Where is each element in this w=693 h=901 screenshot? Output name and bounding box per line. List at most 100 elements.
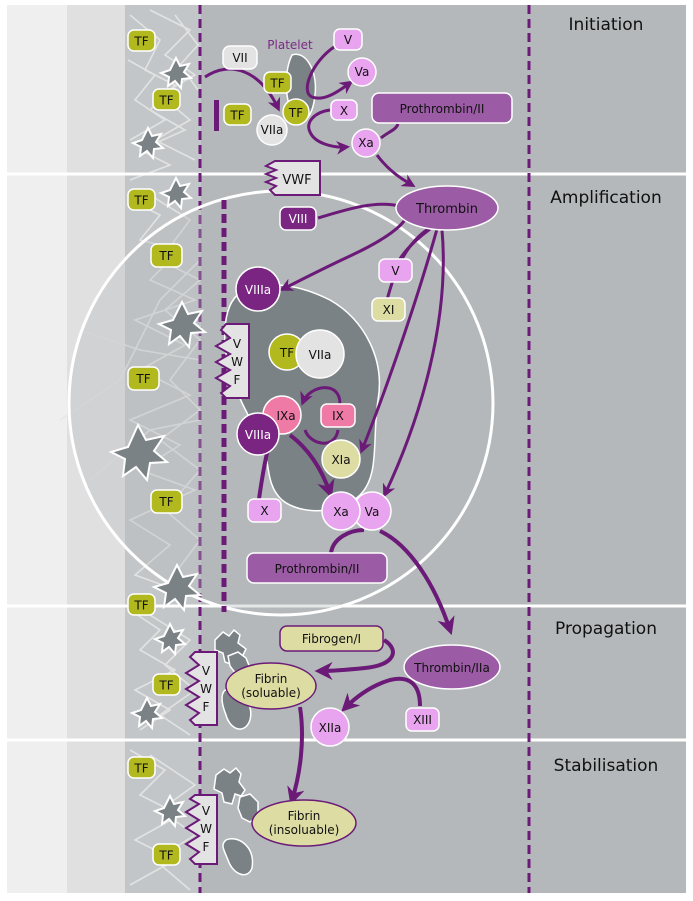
- arrow-v-to-va: [305, 45, 354, 100]
- factor-viiia-bottom: VIIIa: [236, 412, 280, 456]
- damage-star-icon: [152, 793, 188, 829]
- svg-text:W: W: [231, 355, 243, 369]
- svg-text:TF: TF: [229, 109, 244, 123]
- factor-xiiia: XIIa: [310, 707, 350, 747]
- vwf-tag-stab: V W F: [184, 794, 218, 865]
- factor-va: Va: [347, 57, 377, 87]
- svg-text:TF: TF: [133, 599, 148, 613]
- amplification-section: VWF Thrombin VIII VIIIa V XI V W F TF VI…: [213, 160, 499, 636]
- propagation-section: V W F Fibrogen/I Thrombin/IIa Fibrin (so…: [184, 625, 501, 806]
- thrombin-iia-ellipse: Thrombin/IIa: [403, 644, 501, 690]
- svg-text:TF: TF: [158, 495, 173, 509]
- vwf-tag-prop: V W F: [184, 651, 218, 726]
- svg-text:Fibrin: Fibrin: [288, 809, 321, 823]
- factor-xi: XI: [371, 297, 406, 322]
- damage-star-icon: [158, 175, 194, 211]
- factor-viii: VIII: [279, 206, 317, 231]
- svg-text:XIa: XIa: [331, 453, 350, 467]
- factor-vii: VII: [222, 45, 258, 70]
- tf-tag: TF: [127, 188, 156, 211]
- svg-text:V: V: [233, 337, 242, 351]
- svg-text:TF: TF: [133, 194, 148, 208]
- fibrinogen-box: Fibrogen/I: [279, 625, 384, 652]
- damage-star-icon: [156, 299, 208, 350]
- svg-text:Xa: Xa: [358, 136, 374, 150]
- svg-text:Fibrogen/I: Fibrogen/I: [302, 632, 361, 646]
- damage-star-icon: [152, 621, 188, 657]
- factor-xa: Xa: [351, 128, 381, 158]
- arrow-xiii-to-xiiia: [341, 676, 422, 712]
- svg-text:V: V: [391, 264, 400, 278]
- svg-text:IX: IX: [332, 409, 344, 423]
- svg-text:W: W: [200, 682, 212, 696]
- svg-text:TF: TF: [135, 372, 150, 386]
- tf-tag-free: TF: [223, 103, 252, 126]
- arrow-fibrinogen-to-fibrin: [314, 638, 395, 680]
- arrow-viii-to-viiia: [279, 202, 409, 291]
- damage-star-icons: [108, 55, 208, 829]
- svg-text:X: X: [260, 504, 268, 518]
- factor-x: X: [330, 99, 358, 121]
- line-prothrombin-to-xa: [380, 123, 400, 140]
- line-prothrombin-to-xa-va: [329, 528, 365, 554]
- tf-tag: TF: [127, 366, 160, 391]
- svg-text:TF: TF: [158, 249, 173, 263]
- phase-label-stabilisation: Stabilisation: [554, 756, 659, 776]
- factor-viia-amp: VIIa: [295, 329, 345, 379]
- svg-text:XI: XI: [383, 303, 395, 317]
- svg-text:TF: TF: [133, 35, 148, 49]
- initiation-section: Platelet VII TF TF VIIa TF V Va X Xa Pro…: [204, 28, 513, 188]
- factor-xia: XIa: [321, 439, 361, 479]
- svg-text:TF: TF: [158, 679, 173, 693]
- tf-tag: TF: [127, 756, 156, 779]
- svg-text:W: W: [200, 822, 212, 836]
- svg-text:VIIIa: VIIIa: [245, 428, 271, 442]
- thrombin-ellipse: Thrombin: [395, 185, 499, 231]
- svg-text:F: F: [203, 840, 210, 854]
- svg-text:V: V: [202, 664, 211, 678]
- svg-text:TF: TF: [279, 346, 294, 360]
- damage-star-icon: [108, 422, 170, 483]
- vwf-tag-amp: V W F: [213, 323, 250, 399]
- svg-text:Thrombin: Thrombin: [415, 202, 478, 217]
- arrow-xa-to-thrombin: [375, 154, 416, 188]
- phase-label-initiation: Initiation: [569, 15, 644, 35]
- svg-text:TF: TF: [133, 762, 148, 776]
- subendothelial-tf-tags: TF TF TF TF TF TF TF TF TF TF: [127, 29, 183, 866]
- damage-star-icon: [129, 695, 165, 731]
- fibrin-insoluble-ellipse: Fibrin (insoluable): [251, 799, 357, 847]
- svg-text:Fibrin: Fibrin: [255, 672, 288, 686]
- tf-tag: TF: [152, 843, 181, 866]
- arrow-vii-to-viia: [204, 67, 281, 112]
- tf-tag: TF: [152, 88, 181, 111]
- factor-x-amp: X: [247, 498, 282, 523]
- tf-tag: TF: [150, 489, 183, 514]
- factor-xa-amp: Xa: [321, 491, 361, 531]
- fibrin-soluble-ellipse: Fibrin (soluable): [225, 662, 317, 710]
- tf-tag: TF: [150, 243, 183, 268]
- svg-text:Prothrombin/II: Prothrombin/II: [275, 562, 360, 576]
- factor-viia: VIIa: [256, 114, 288, 146]
- outer-margin: [7, 5, 67, 893]
- tf-inhibitor-bar: [214, 100, 219, 131]
- svg-text:VWF: VWF: [282, 173, 311, 188]
- factor-xiii: XIII: [405, 707, 440, 732]
- arrow-ix-cycle-bottom: [303, 429, 340, 445]
- tf-tag: TF: [127, 593, 156, 616]
- svg-text:Thrombin/IIa: Thrombin/IIa: [413, 661, 490, 675]
- platelet-label: Platelet: [267, 38, 313, 52]
- svg-text:X: X: [340, 104, 348, 118]
- svg-text:F: F: [203, 700, 210, 714]
- factor-ix: IX: [320, 403, 356, 428]
- arrow-ixa-to-xa: [288, 433, 335, 499]
- arrow-x-to-xa: [307, 108, 351, 155]
- svg-text:TF: TF: [269, 77, 284, 91]
- tf-viia-complex: TF: [282, 98, 310, 126]
- arrow-ix-cycle-top: [300, 386, 342, 406]
- svg-text:Prothrombin/II: Prothrombin/II: [400, 102, 485, 116]
- svg-text:TF: TF: [158, 94, 173, 108]
- svg-text:(insoluable): (insoluable): [269, 823, 340, 837]
- svg-text:TF: TF: [158, 849, 173, 863]
- tf-tag-platelet: TF: [263, 71, 292, 94]
